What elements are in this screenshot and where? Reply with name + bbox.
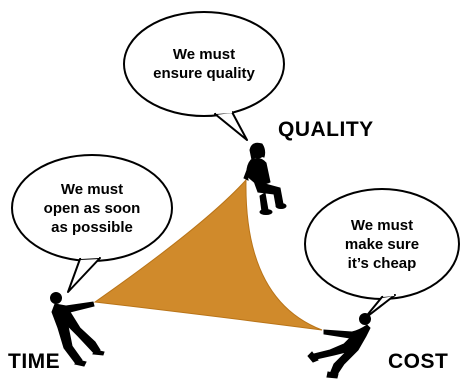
quality-figure	[243, 142, 287, 215]
speech-bubble-cost	[304, 188, 460, 320]
cost-bubble-text: We must make sure it’s cheap	[344, 217, 420, 272]
time-figure	[50, 292, 105, 367]
cost-label: COST	[388, 350, 449, 373]
time-label: TIME	[8, 350, 61, 373]
quality-label: QUALITY	[278, 118, 374, 141]
cost-figure	[307, 313, 371, 379]
quality-bubble-text: We must ensure quality	[153, 46, 255, 82]
time-bubble-text: We must open as soon as possible	[43, 181, 141, 236]
speech-bubble-quality	[123, 11, 285, 141]
tension-triangle	[93, 178, 323, 331]
speech-bubble-time	[11, 154, 173, 293]
